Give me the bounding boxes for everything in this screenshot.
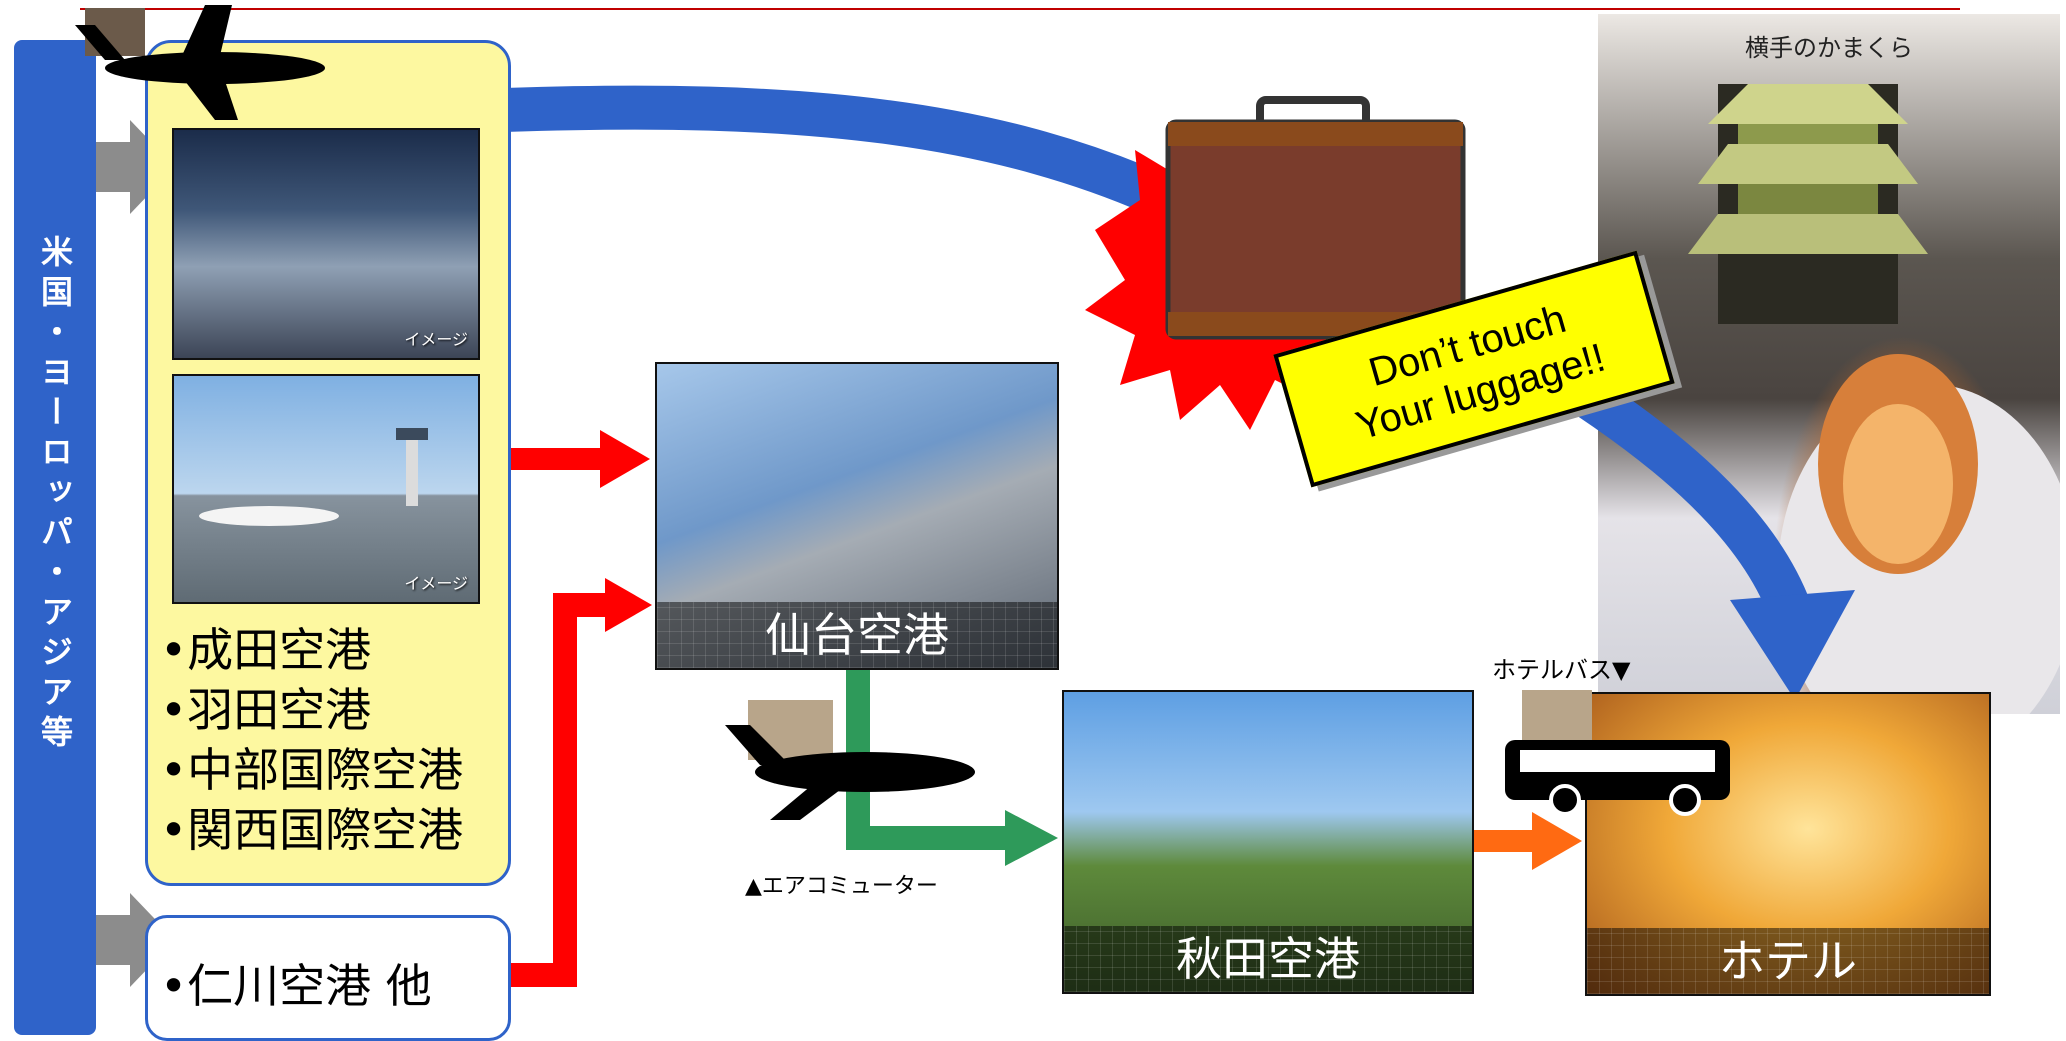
blue-arrowhead: [1730, 590, 1855, 700]
air-commuter-label: ▲エアコミューター: [745, 874, 938, 899]
red-arrowhead-2: [605, 578, 652, 632]
green-route-arrow: [846, 666, 1015, 850]
airport-item-haneda: •羽田空港: [160, 683, 372, 737]
blue-route-arrow: [504, 85, 1190, 225]
red-arrowhead: [600, 430, 650, 488]
other-airport-label: •仁川空港 他: [160, 959, 432, 1013]
airport-item-kansai: •関西国際空港: [160, 803, 464, 857]
green-arrowhead: [1005, 810, 1058, 866]
apron-photo: イメージ: [172, 374, 480, 604]
orange-arrow-shaft: [1470, 830, 1538, 852]
airport-item-narita: •成田空港: [160, 623, 372, 677]
hotel-bus-label: ホテルバス▼: [1492, 656, 1631, 684]
top-rule: [80, 8, 1960, 10]
akita-airport-label: 秋田空港: [1064, 926, 1472, 992]
castle-illustration: [1688, 84, 2060, 714]
hotel-label: ホテル: [1587, 928, 1989, 994]
control-tower-illustration: [199, 428, 428, 526]
terminal-photo: イメージ: [172, 128, 480, 360]
sendai-airport-label: 仙台空港: [657, 602, 1057, 668]
airport-item-chubu: •中部国際空港: [160, 743, 464, 797]
hotel-photo: ホテル: [1585, 692, 1991, 996]
red-arrow-shaft: [505, 448, 605, 470]
apron-photo-caption: イメージ: [404, 574, 468, 593]
akita-airport-photo: 秋田空港: [1062, 690, 1474, 994]
origin-region-label: 米国・ヨーロッパ・アジア等: [36, 235, 74, 755]
main-airport-list: •成田空港 •羽田空港 •中部国際空港 •関西国際空港: [160, 620, 463, 860]
orange-arrowhead: [1532, 812, 1582, 870]
sendai-airport-photo: 仙台空港: [655, 362, 1059, 670]
other-airports-panel: [145, 915, 511, 1041]
red-route-arrow: [505, 593, 610, 987]
terminal-photo-caption: イメージ: [404, 330, 468, 349]
kamakura-caption: 横手のかまくら: [1745, 34, 1913, 62]
origin-region-bar: 米国・ヨーロッパ・アジア等: [14, 40, 96, 1035]
